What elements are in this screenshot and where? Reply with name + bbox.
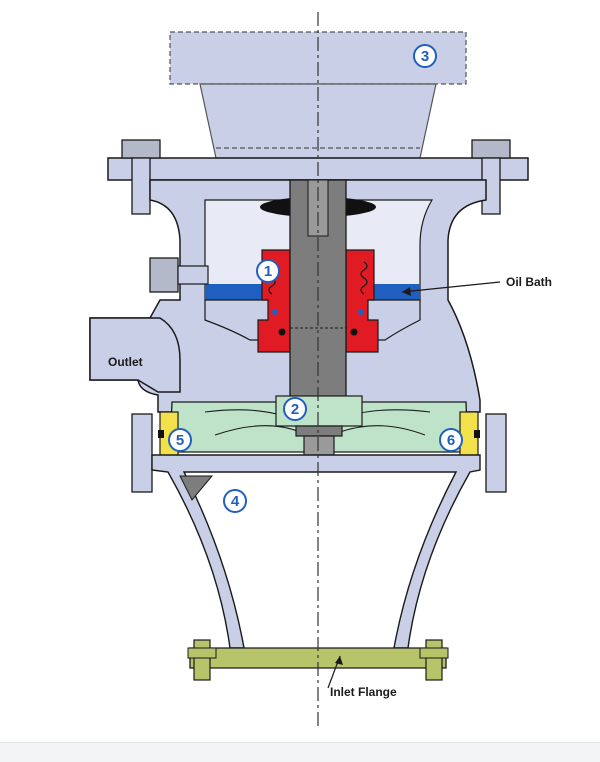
- callout-1: 1: [256, 259, 280, 283]
- impeller-vanes: [204, 409, 431, 436]
- callout-3-circle: [413, 44, 437, 68]
- impeller: [169, 395, 469, 459]
- callout-5: 5: [168, 428, 192, 452]
- inlet-flange-label: Inlet Flange: [330, 685, 397, 699]
- outlet-label: Outlet: [108, 355, 143, 369]
- callout-1-text: 1: [264, 263, 272, 280]
- o-ring-right: [350, 328, 358, 336]
- casing-bolt-left: [131, 413, 153, 493]
- diagram-canvas: Oil Bath Outlet Inlet Flange 1 2 3 4 5 6: [89, 12, 552, 730]
- inlet-flange-arrow: [335, 656, 343, 665]
- seal-right: [345, 249, 379, 353]
- callout-2: 2: [283, 397, 307, 421]
- bolt-head-left: [121, 139, 161, 159]
- callout-6: 6: [439, 428, 463, 452]
- outlet-nozzle: [89, 317, 181, 393]
- callout-3-text: 3: [421, 48, 429, 65]
- callout-4-circle: [223, 489, 247, 513]
- wear-ring-seal-right: [474, 430, 480, 438]
- cone-baffle: [179, 475, 214, 501]
- o-ring-right-blue: [358, 309, 364, 315]
- footer-strip: [0, 742, 600, 762]
- callout-5-text: 5: [176, 432, 184, 449]
- impeller-nut: [295, 425, 343, 437]
- oil-bath-arrow: [402, 287, 411, 296]
- wear-ring-seal-left: [158, 430, 164, 438]
- mechanical-seals: [257, 249, 379, 353]
- vent-plug: [149, 257, 179, 293]
- callout-1-circle: [256, 259, 280, 283]
- callout-4: 4: [223, 489, 247, 513]
- cone-walls: [151, 454, 481, 649]
- inlet-bolt-right: [425, 639, 443, 681]
- casing-bolts: [131, 413, 507, 493]
- bolt-head-right: [471, 139, 511, 159]
- callout-3: 3: [413, 44, 437, 68]
- oil-bath-label: Oil Bath: [506, 275, 552, 289]
- callout-6-text: 6: [447, 432, 455, 449]
- inlet-bolt-left: [193, 639, 211, 681]
- o-ring-left-blue: [272, 309, 278, 315]
- callout-2-text: 2: [291, 401, 299, 418]
- casing-bolt-right: [485, 413, 507, 493]
- callout-6-circle: [439, 428, 463, 452]
- callout-2-circle: [283, 397, 307, 421]
- callout-4-text: 4: [231, 493, 240, 510]
- suction-cone: [151, 454, 481, 649]
- oil-bath-leader: [401, 281, 501, 293]
- o-ring-left: [278, 328, 286, 336]
- vent-plug-stem: [177, 265, 209, 285]
- inlet-nut-left: [187, 647, 217, 659]
- seal-spring-right: [360, 261, 368, 295]
- bolt-shank-left: [131, 157, 151, 215]
- inlet-nut-right: [419, 647, 449, 659]
- callout-5-circle: [168, 428, 192, 452]
